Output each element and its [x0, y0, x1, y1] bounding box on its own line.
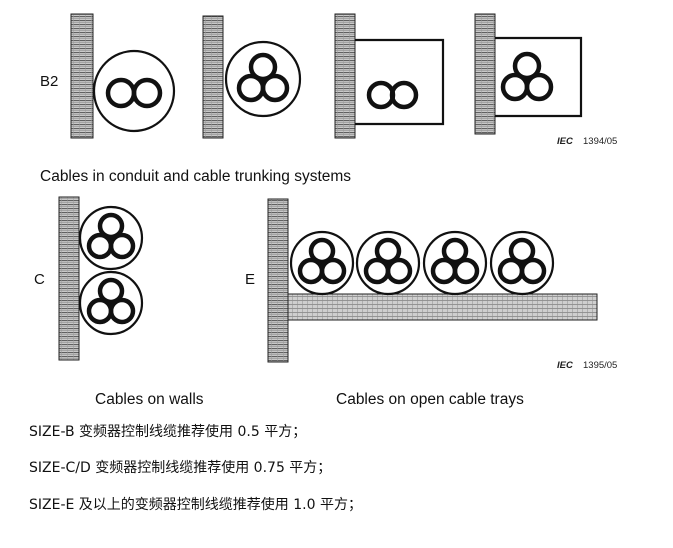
cable-core	[374, 237, 402, 265]
cable-core	[389, 80, 419, 110]
cable-core	[319, 257, 347, 285]
cable-core	[366, 80, 396, 110]
method-label-e: E	[245, 271, 255, 288]
trunking	[495, 36, 583, 118]
cable-core	[236, 73, 266, 103]
wall	[267, 198, 289, 363]
iec-figure-number: 1394/05	[583, 136, 617, 147]
note-size-b: SIZE-B 变频器控制线缆推荐使用 0.5 平方；	[29, 424, 307, 440]
cable-installation-diagram: B2 IEC 1394/05 Cables in conduit and cab…	[34, 13, 617, 408]
cable-tray	[287, 293, 598, 321]
b2-conduit-three-cables	[202, 15, 302, 139]
cable-sheath	[489, 230, 555, 296]
cable-core	[441, 237, 469, 265]
cable-core	[385, 257, 413, 285]
cable-core	[97, 277, 125, 305]
cable-core	[108, 297, 136, 325]
cable-core	[430, 257, 458, 285]
cable-core	[297, 257, 325, 285]
conduit	[92, 49, 176, 133]
cable-core	[508, 237, 536, 265]
note-size-e: SIZE-E 及以上的变频器控制线缆推荐使用 1.0 平方；	[29, 497, 362, 513]
cable-core	[512, 51, 542, 81]
caption-cables-on-trays: Cables on open cable trays	[336, 391, 524, 408]
cable-sheath	[78, 270, 144, 336]
cable-core	[260, 73, 290, 103]
cable-core	[248, 52, 278, 82]
cable-sheath	[78, 205, 144, 271]
cable-core	[308, 237, 336, 265]
cable-core	[497, 257, 525, 285]
cable-core	[105, 77, 137, 109]
cable-sheath	[289, 230, 355, 296]
c-cables-on-wall	[58, 196, 144, 361]
cable-core	[108, 232, 136, 260]
cable-core	[452, 257, 480, 285]
tray-cables	[289, 230, 555, 296]
trunking	[355, 38, 445, 126]
cable-core	[519, 257, 547, 285]
wall	[70, 13, 94, 139]
conduit	[224, 40, 302, 118]
cable-core	[363, 257, 391, 285]
b2-trunking-two-cables	[334, 13, 445, 139]
cable-core	[86, 232, 114, 260]
iec-mark: IEC	[557, 136, 573, 147]
cable-core	[500, 72, 530, 102]
e-cables-on-tray	[267, 198, 598, 363]
wall	[474, 13, 496, 135]
cable-sheath	[422, 230, 488, 296]
wall	[202, 15, 224, 139]
cable-sheath	[355, 230, 421, 296]
b2-trunking-three-cables	[474, 13, 583, 135]
cable-core	[524, 72, 554, 102]
iec-figure-number: 1395/05	[583, 360, 617, 371]
wall	[334, 13, 356, 139]
wall	[58, 196, 80, 361]
caption-cables-on-walls: Cables on walls	[95, 391, 204, 408]
method-label-b2: B2	[40, 73, 58, 90]
b2-conduit-two-cables	[70, 13, 176, 139]
cable-core	[86, 297, 114, 325]
cable-core	[97, 212, 125, 240]
method-label-c: C	[34, 271, 45, 288]
note-size-cd: SIZE-C/D 变频器控制线缆推荐使用 0.75 平方；	[29, 460, 332, 476]
iec-mark: IEC	[557, 360, 573, 371]
cable-core	[131, 77, 163, 109]
caption-conduit-trunking: Cables in conduit and cable trunking sys…	[40, 168, 351, 185]
